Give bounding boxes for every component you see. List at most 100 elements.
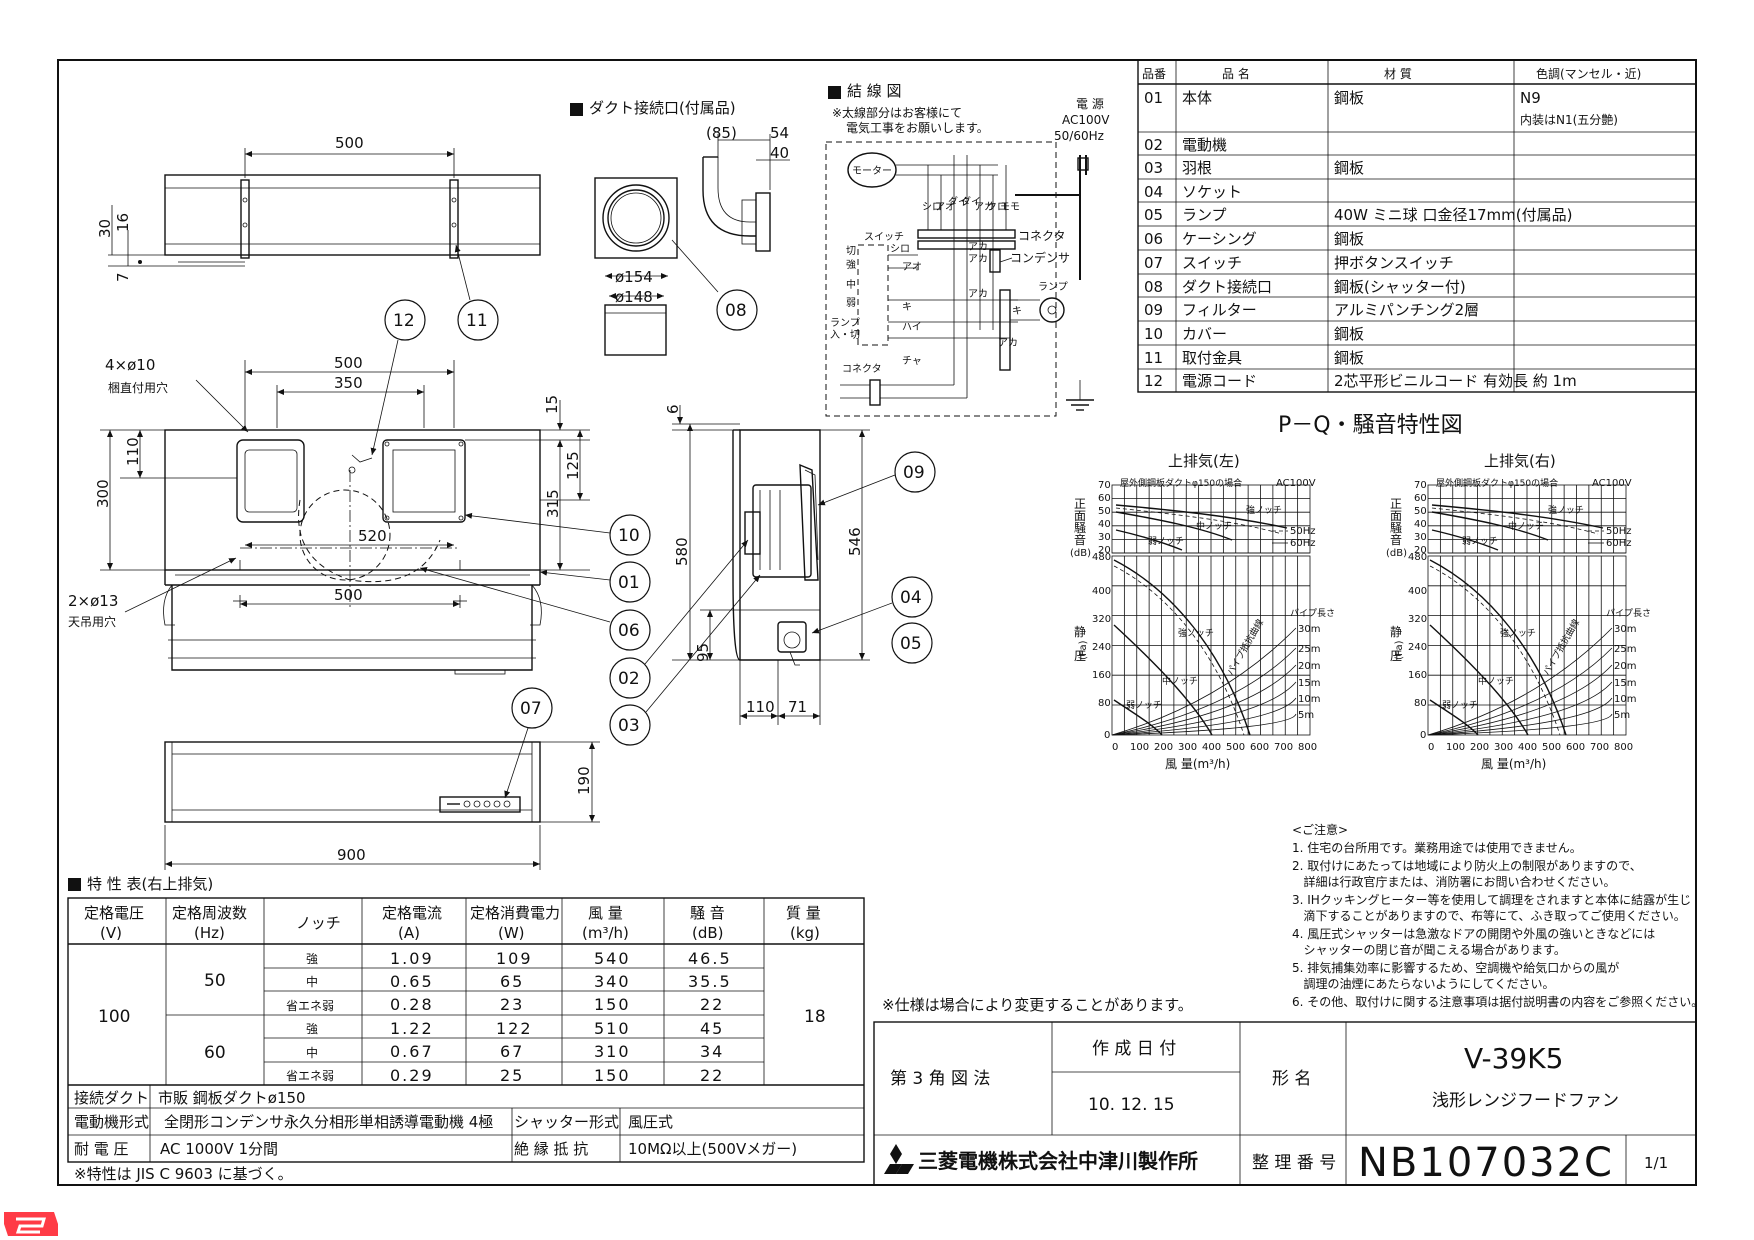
pq-right-condition: 屋外側鋼板ダクトφ150の場合 <box>1436 477 1558 489</box>
spec-r1-notch: 強 <box>306 952 318 966</box>
pq-right-tick-p480: 480 <box>1408 552 1427 563</box>
spec-r1-current: 1.09 <box>390 949 434 968</box>
pq-right-tick-f600: 600 <box>1566 742 1585 753</box>
noise-curve-strong <box>1115 504 1288 529</box>
power-label-2: AC100V <box>1062 113 1110 127</box>
pq-left-tick-f400: 400 <box>1202 742 1221 753</box>
wiring-sw-off: 切 <box>846 245 856 257</box>
note-2b: 詳細は行政官庁または、消防署にお問い合わせください。 <box>1292 874 1615 889</box>
spec-r2-noise: 35.5 <box>688 972 732 991</box>
pq-right-tick-f0: 0 <box>1428 742 1434 753</box>
part-12-material: 2芯平形ビニルコード 有効長 約 1m <box>1334 372 1577 390</box>
part-05-name: ランプ <box>1182 206 1227 224</box>
spec-r5-noise: 34 <box>700 1042 724 1061</box>
part-06-no: 06 <box>1144 230 1163 248</box>
power-label-3: 50/60Hz <box>1054 129 1104 143</box>
pq-right-pipe-25: 25m <box>1614 644 1636 655</box>
part-09-material: アルミパンチング2層 <box>1334 301 1479 319</box>
part-01-material: 鋼板 <box>1334 89 1364 107</box>
part-12-no: 12 <box>1144 372 1163 390</box>
wiring-switch: スイッチ <box>864 231 904 243</box>
spec-jis-note: ※特性は JIS C 9603 に基づく。 <box>74 1165 293 1183</box>
side-view: 6 580 546 95 110 71 <box>664 404 870 725</box>
pq-right-tick-n70: 70 <box>1414 480 1427 491</box>
spec-r6-flow: 150 <box>594 1066 631 1085</box>
spec-h-notch: ノッチ <box>296 914 341 932</box>
pq-left-legend-60: 60Hz <box>1290 538 1316 549</box>
dim-30: 30 <box>96 219 114 238</box>
pq-left-pressure-label-3: (Pa) <box>1078 640 1089 660</box>
part-03-material: 鋼板 <box>1334 159 1364 177</box>
spec-h-mass: 質 量 <box>786 904 821 922</box>
pq-curve-mid <box>1113 624 1213 736</box>
spec-withstand-value: AC 1000V 1分間 <box>160 1140 278 1158</box>
wiring-wire-ki2: キ <box>1012 306 1022 317</box>
pq-left-weak: 弱ノッチ <box>1148 536 1184 547</box>
dim-7: 7 <box>114 272 132 282</box>
pq-left-tick-p320: 320 <box>1092 614 1111 625</box>
spec-h-noise-unit: (dB) <box>692 924 724 942</box>
part-08-no: 08 <box>1144 278 1163 296</box>
pq-left-pressure-label-2: 圧 <box>1074 649 1086 663</box>
spec-r3-current: 0.28 <box>390 995 434 1014</box>
part-05-material: 40W ミニ球 口金径17mm(付属品) <box>1334 206 1572 224</box>
part-08-material: 鋼板(シャッター付) <box>1334 278 1466 296</box>
pq-left-noise-label-5: (dB) <box>1070 548 1091 559</box>
pq-right-pipe-20: 20m <box>1614 661 1636 672</box>
pq-left-tick-n60: 60 <box>1098 493 1111 504</box>
spec-r1-noise: 46.5 <box>688 949 732 968</box>
pipe-resistance-curve <box>1427 647 1613 736</box>
part-07-no: 07 <box>1144 254 1163 272</box>
note-4b: シャッターの閉じ音が聞こえる場合があります。 <box>1292 942 1566 957</box>
pq-left-legend-50: 50Hz <box>1290 526 1316 537</box>
spec-motor-value: 全閉形コンデンサ永久分相形単相誘導電動機 4極 <box>164 1113 493 1131</box>
pq-left-pipe-20: 20m <box>1298 661 1320 672</box>
note-1: 1. 住宅の台所用です。業務用途では使用できません。 <box>1292 840 1582 855</box>
spec-r4-noise: 45 <box>700 1019 724 1038</box>
pq-right-pipe-30: 30m <box>1614 624 1636 635</box>
pq-chart-right: 上排気(右) 屋外側鋼板ダクトφ150の場合 AC100V 正 面 騒 音 (d… <box>1386 452 1651 771</box>
wiring-note-1: ※太線部分はお客様にて <box>832 105 962 120</box>
title-sheet: 1/1 <box>1644 1154 1668 1172</box>
noise-curve-mid <box>1431 511 1549 541</box>
spec-voltage-value: 100 <box>98 1007 130 1027</box>
title-ref-number: NB107032C <box>1358 1140 1614 1186</box>
pq-left-tick-p400: 400 <box>1092 586 1111 597</box>
pq-left-tick-p480: 480 <box>1092 552 1111 563</box>
pq-left-pipe-30: 30m <box>1298 624 1320 635</box>
pq-right-pressure-label-1: 静 <box>1390 625 1402 639</box>
dim-71: 71 <box>788 698 807 716</box>
spec-insulation-label: 絶 縁 抵 抗 <box>514 1140 588 1158</box>
wiring-sw-weak: 弱 <box>846 297 856 309</box>
bubble-10: 10 <box>618 526 640 546</box>
pq-right-title: 上排気(右) <box>1484 452 1556 470</box>
spec-r1-power: 109 <box>496 949 533 968</box>
pq-right-voltage: AC100V <box>1592 478 1632 489</box>
spec-h-power-unit: (W) <box>498 924 525 942</box>
part-03-name: 羽根 <box>1182 159 1212 177</box>
part-08-name: ダクト接続口 <box>1182 278 1272 296</box>
bubble-03: 03 <box>618 716 640 736</box>
title-model: V-39K5 <box>1464 1042 1563 1075</box>
dim-110-side: 110 <box>746 698 775 716</box>
spec-voltage-label: 耐 電 圧 <box>74 1140 129 1158</box>
pq-left-pipe-25: 25m <box>1298 644 1320 655</box>
holes-label-2a: 2×ø13 <box>68 592 118 610</box>
pq-right-noise-label-2: 面 <box>1390 509 1402 523</box>
spec-title: ■ 特 性 表(右上排気) <box>68 875 213 893</box>
part-01-color: N9 <box>1520 89 1541 107</box>
part-12-name: 電源コード <box>1182 372 1257 390</box>
note-5b: 調理の油煙にあたらないようにしてください。 <box>1292 977 1555 991</box>
part-04-name: ソケット <box>1182 183 1242 201</box>
pq-left-tick-n40: 40 <box>1098 519 1111 530</box>
pipe-resistance-curve <box>1111 664 1297 736</box>
part-09-name: フィルター <box>1182 301 1257 319</box>
spec-r4-current: 1.22 <box>390 1019 434 1038</box>
wiring-sw-lamp: ランプ <box>830 317 860 329</box>
pq-left-tick-p240: 240 <box>1092 642 1111 653</box>
pq-right-weak: 弱ノッチ <box>1462 536 1498 547</box>
pq-right-tick-n60: 60 <box>1414 493 1427 504</box>
spec-duct-value: 市販 鋼板ダクトø150 <box>158 1089 306 1107</box>
pq-right-weak-pq: 弱ノッチ <box>1442 700 1478 711</box>
pq-right-tick-n30: 30 <box>1414 532 1427 543</box>
